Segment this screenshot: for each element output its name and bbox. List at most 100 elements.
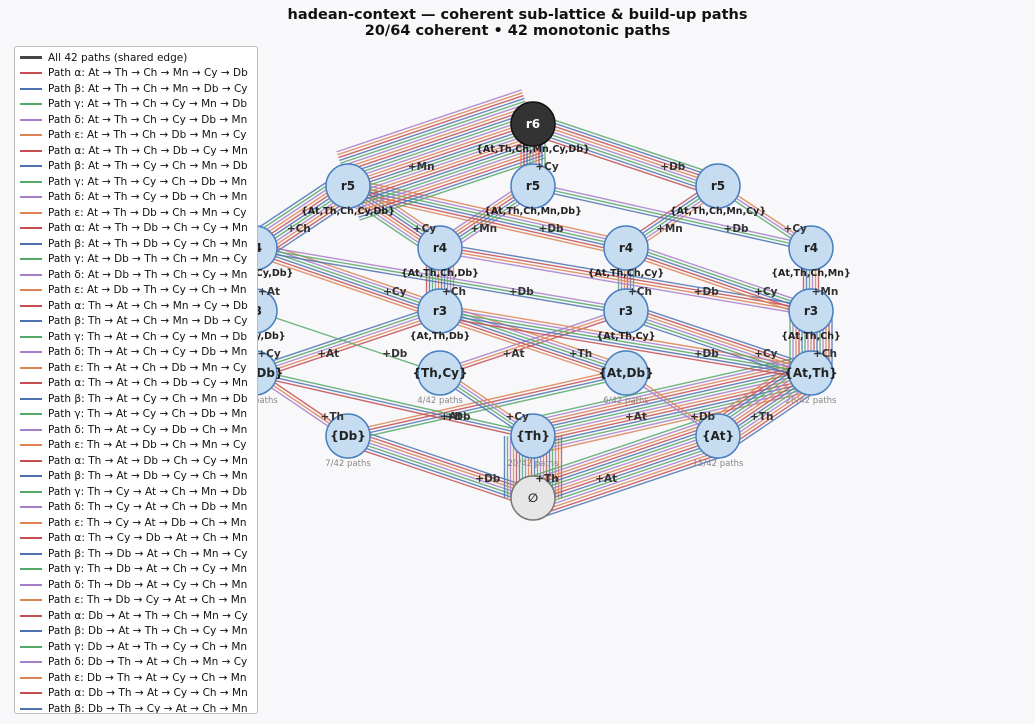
legend-item: All 42 paths (shared edge)	[15, 50, 257, 66]
edge-label: +Ch	[628, 286, 652, 298]
path-strand	[340, 100, 526, 164]
legend-label: Path δ: At → Db → Th → Ch → Cy → Mn	[48, 268, 248, 281]
path-strand	[535, 443, 722, 508]
path-strand	[255, 244, 627, 309]
path-strand	[533, 121, 719, 186]
node-circle	[695, 163, 741, 209]
legend-swatch	[20, 87, 42, 90]
node-circle	[510, 413, 556, 459]
path-strand	[528, 421, 714, 485]
legend-swatch	[20, 134, 42, 137]
edge-r4d-r5b	[532, 182, 812, 252]
legend-item: Path δ: Th → Db → At → Cy → Ch → Mn	[15, 577, 257, 593]
path-strand	[530, 429, 717, 493]
node-label: r3	[433, 304, 447, 318]
legend-label: Path γ: Th → At → Ch → Cy → Mn → Db	[48, 330, 248, 343]
path-strand	[346, 438, 533, 502]
edge-label: +Db	[694, 286, 720, 298]
legend-swatch	[20, 351, 42, 354]
path-strand	[254, 310, 441, 374]
path-strand	[538, 452, 724, 516]
node-circle	[788, 288, 834, 334]
path-strand	[345, 117, 532, 181]
path-strand	[338, 94, 524, 159]
path-strand	[531, 432, 718, 496]
node-set-label: {At,Th,Ch,Cy,Db}	[301, 206, 395, 217]
edge-th-thdb	[254, 369, 534, 440]
node-label: {At,Db}	[598, 366, 653, 380]
node-empty: ∅	[510, 475, 556, 521]
legend-swatch	[20, 118, 42, 121]
legend-swatch	[20, 506, 42, 509]
title-subtitle: 20/64 coherent • 42 monotonic paths	[364, 23, 671, 39]
node-db: {Db}	[325, 413, 371, 459]
node-label: r5	[341, 179, 355, 193]
path-strand	[352, 137, 538, 201]
legend-swatch	[20, 537, 42, 540]
path-strand	[532, 185, 812, 249]
legend-item: Path ε: At → Th → Ch → Db → Mn → Cy	[15, 128, 257, 144]
edge-label: +At	[317, 348, 339, 360]
path-strand	[348, 373, 627, 439]
legend-item: Path δ: Db → Th → At → Ch → Mn → Cy	[15, 655, 257, 671]
legend-swatch	[20, 397, 42, 400]
legend-label: Path δ: At → Th → Ch → Cy → Db → Mn	[48, 113, 248, 126]
legend-swatch	[20, 382, 42, 385]
legend-label: Path ε: Th → At → Db → Ch → Mn → Cy	[48, 439, 247, 452]
node-r5a: r5	[325, 163, 371, 209]
path-strand	[438, 314, 625, 378]
node-set-label: {At,Th,Ch,Mn,Cy}	[670, 206, 766, 217]
legend-item: Path ε: At → Db → Th → Cy → Ch → Mn	[15, 283, 257, 299]
node-set-label: {At,Th,Ch,Mn,Cy,Db}	[476, 144, 590, 155]
path-strand	[346, 120, 533, 184]
legend-label: Path ε: Th → Db → Cy → At → Ch → Mn	[48, 594, 247, 607]
path-strand	[357, 151, 543, 216]
node-circle	[695, 413, 741, 459]
node-label: {Db}	[330, 429, 366, 443]
path-strand	[253, 251, 439, 316]
path-strand	[527, 418, 713, 482]
path-strand	[252, 254, 438, 319]
path-strand	[337, 92, 523, 156]
path-strand	[539, 455, 725, 519]
legend-label: Path β: Th → At → Ch → Mn → Db → Cy	[48, 315, 248, 328]
node-label: r3	[804, 304, 818, 318]
node-count-label: 4/42 paths	[417, 396, 463, 406]
path-strand	[526, 415, 712, 479]
edge-thcy-r3a	[254, 310, 441, 374]
path-strand	[253, 307, 440, 371]
legend-label: Path β: Db → Th → Cy → At → Ch → Mn	[48, 702, 248, 714]
chart-title: hadean-context — coherent sub-lattice & …	[0, 7, 1035, 39]
legend-label: Path ε: At → Th → Ch → Db → Mn → Cy	[48, 129, 247, 142]
node-label: r4	[804, 241, 818, 255]
legend-label: Path δ: Th → Cy → At → Ch → Db → Mn	[48, 501, 248, 514]
edge-r3c-r4a	[254, 244, 627, 315]
legend-swatch	[20, 413, 42, 416]
path-strand	[439, 313, 811, 377]
legend-item: Path α: Db → Th → At → Cy → Ch → Mn	[15, 686, 257, 702]
edge-label: +Cy	[754, 348, 778, 360]
legend-label: Path α: Th → At → Ch → Db → Cy → Mn	[48, 377, 248, 390]
legend-label: Path δ: Db → Th → At → Ch → Mn → Cy	[48, 656, 248, 669]
path-strand	[347, 186, 626, 251]
path-strand	[354, 143, 540, 207]
edge-label: +Th	[321, 411, 344, 423]
path-strand	[356, 148, 542, 213]
legend-swatch	[20, 490, 42, 493]
legend-item: Path β: Th → At → Ch → Mn → Db → Cy	[15, 314, 257, 330]
legend: All 42 paths (shared edge)Path α: At → T…	[14, 46, 258, 714]
legend-item: Path γ: Th → At → Cy → Ch → Db → Mn	[15, 407, 257, 423]
path-strand	[438, 316, 811, 380]
legend-item: Path δ: At → Th → Cy → Db → Ch → Mn	[15, 190, 257, 206]
path-strand	[528, 423, 715, 488]
legend-swatch	[20, 599, 42, 602]
legend-label: Path γ: At → Db → Th → Ch → Mn → Cy	[48, 253, 248, 266]
path-strand	[343, 109, 529, 173]
edge-label: +Db	[724, 223, 750, 235]
path-strand	[624, 250, 811, 315]
legend-label: Path γ: Th → At → Cy → Ch → Db → Mn	[48, 408, 248, 421]
edge-label: +Cy	[413, 223, 437, 235]
node-circle	[603, 225, 649, 271]
legend-item: Path α: Th → At → Db → Ch → Cy → Mn	[15, 453, 257, 469]
